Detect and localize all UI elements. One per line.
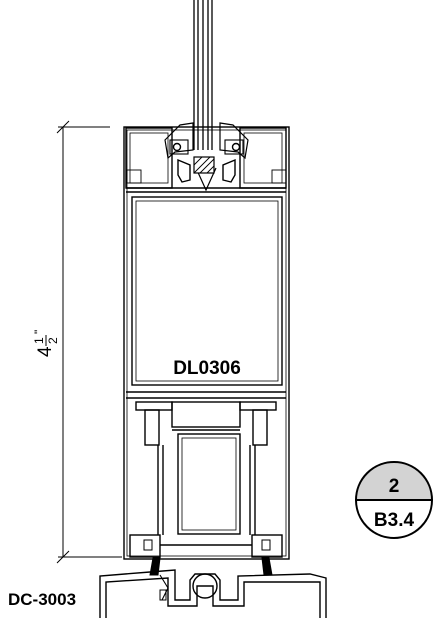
height-dimension: [56, 120, 122, 564]
dimension-denominator: 2: [46, 337, 60, 344]
profile-label: DL0306: [173, 358, 241, 379]
sill-profile: [99, 569, 327, 618]
detail-callout: 2 B3.4: [354, 461, 434, 539]
dimension-numerator: 1: [32, 337, 46, 344]
frame-profile: [123, 122, 290, 560]
setting-block: [193, 156, 215, 174]
glass-lines: [193, 0, 213, 150]
sill-label: DC-3003: [8, 590, 76, 609]
dimension-unit: ": [32, 330, 46, 334]
dimension-whole: 4: [35, 346, 56, 357]
callout-sheet-reference: B3.4: [374, 510, 415, 531]
callout-detail-number: 2: [389, 476, 400, 497]
dimension-label: 4 1 2 ": [32, 330, 60, 357]
